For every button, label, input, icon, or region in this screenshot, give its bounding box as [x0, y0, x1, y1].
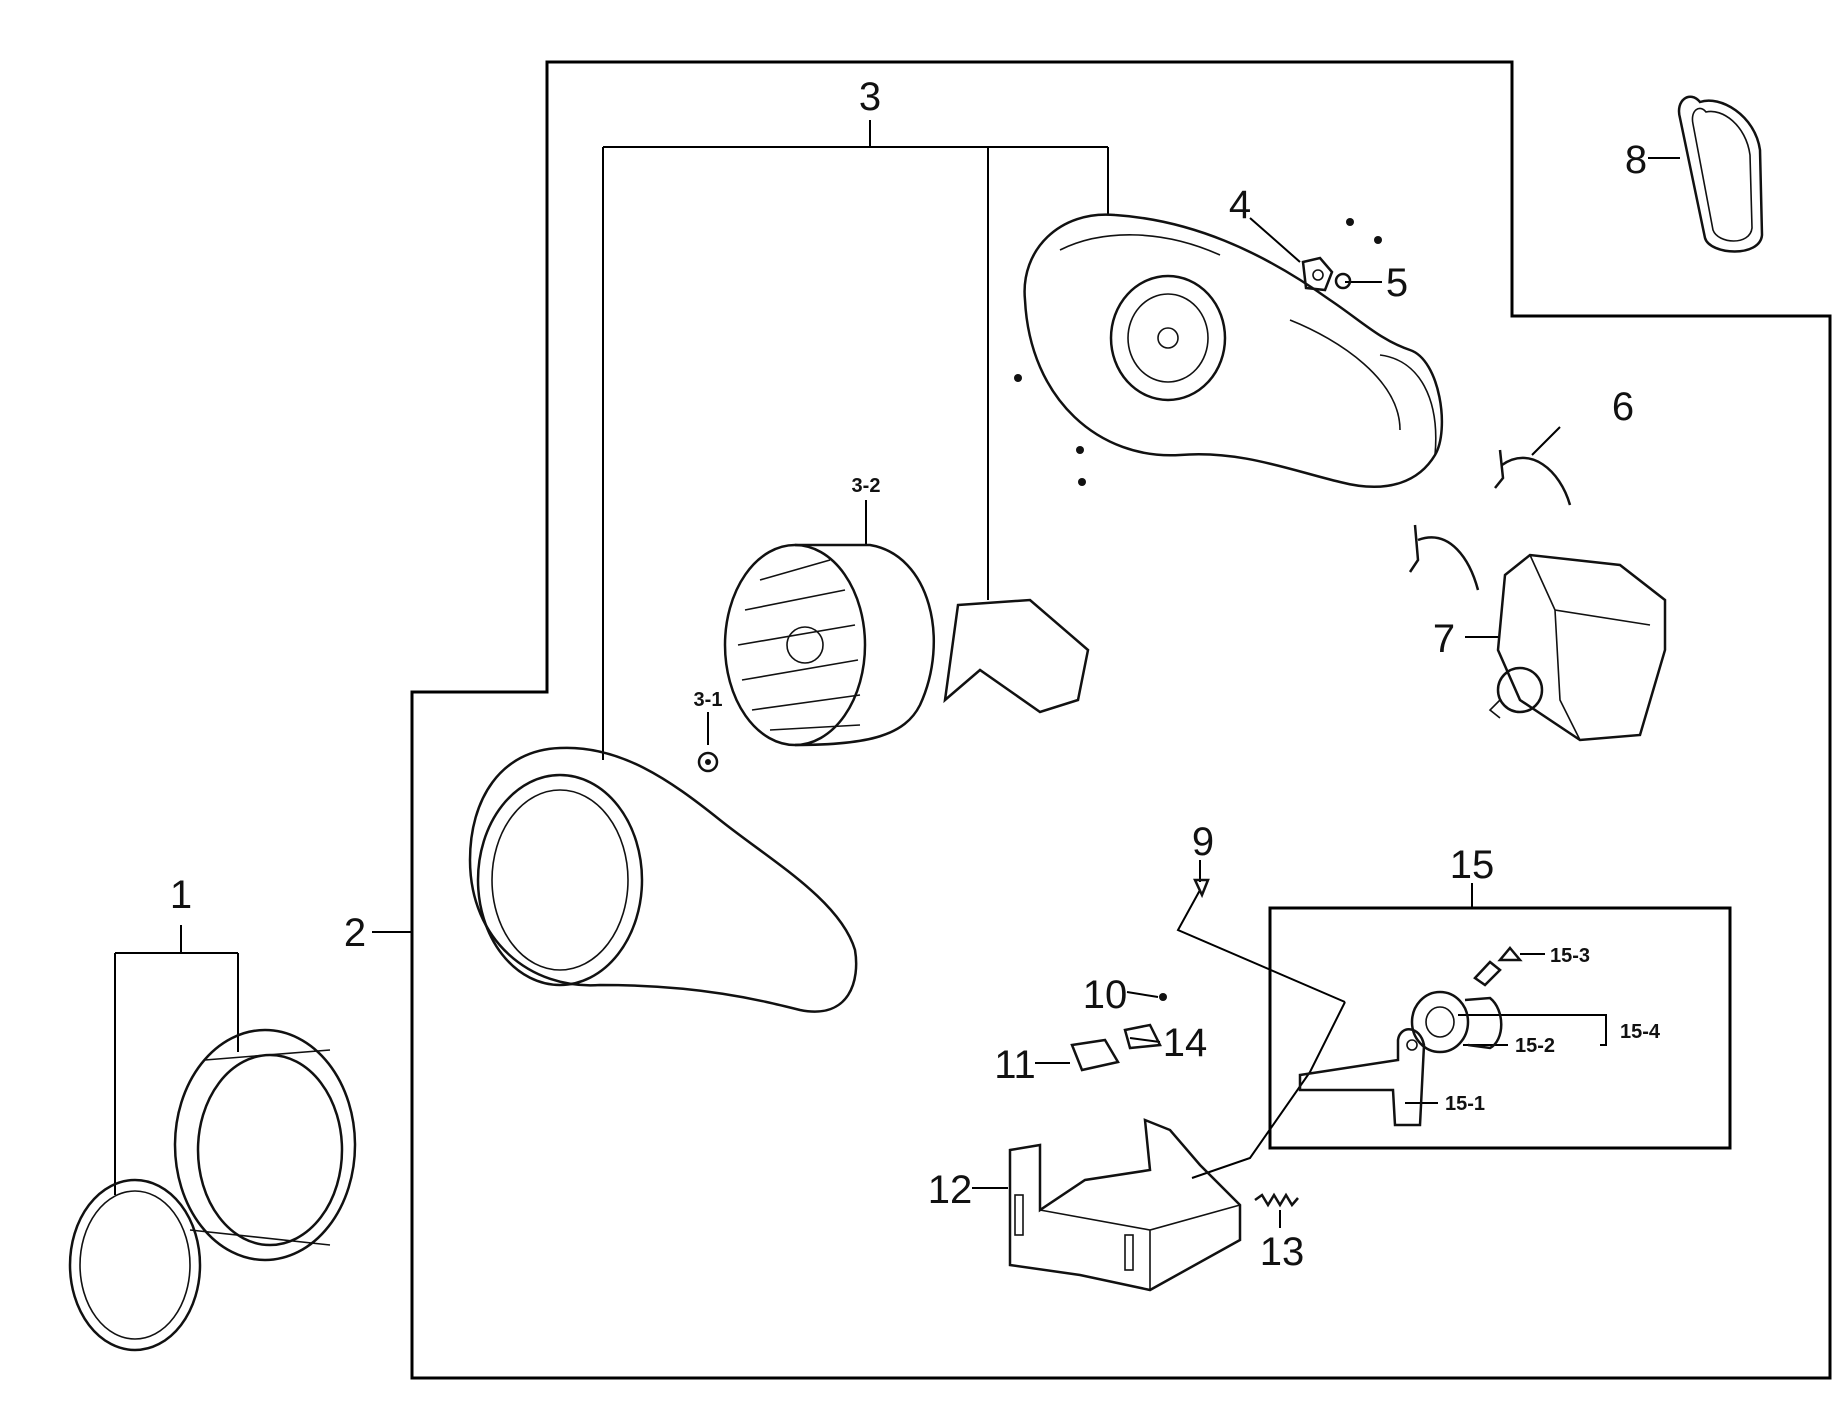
leader-lines	[114, 120, 1680, 1228]
front-ring-part-1	[68, 1028, 357, 1352]
screw-part-9	[1193, 878, 1210, 899]
callout-14: 14	[1163, 1021, 1208, 1065]
assembly-frame-outline	[410, 60, 1832, 1380]
idler-assembly-part-15	[1298, 946, 1523, 1127]
motor-part-7	[1408, 524, 1667, 742]
callout-4: 4	[1229, 183, 1251, 227]
belt-part-8	[1677, 95, 1764, 253]
callout-15-1: 15-1	[1445, 1093, 1485, 1115]
callout-11: 11	[994, 1043, 1036, 1087]
clip-part-6	[1494, 449, 1572, 506]
callout-10: 10	[1083, 973, 1128, 1017]
callout-15-2: 15-2	[1515, 1035, 1555, 1057]
blower-housing-rear	[1014, 213, 1444, 489]
screw-part-10	[1159, 993, 1167, 1001]
motor-mount-part-12	[1008, 1118, 1242, 1292]
callout-15-4: 15-4	[1620, 1021, 1661, 1043]
callout-5: 5	[1386, 261, 1408, 305]
callout-9: 9	[1192, 820, 1214, 864]
duct-seal-piece	[943, 598, 1090, 714]
screws-part-5	[1334, 218, 1382, 290]
callout-2: 2	[344, 911, 366, 955]
callout-13: 13	[1260, 1230, 1305, 1274]
callout-12: 12	[928, 1168, 973, 1212]
callout-6: 6	[1612, 385, 1634, 429]
callout-3: 3	[859, 75, 881, 119]
callout-8: 8	[1625, 138, 1647, 182]
callout-15: 15	[1450, 843, 1495, 887]
callout-3-1: 3-1	[694, 689, 723, 711]
clip-part-14	[1123, 1023, 1162, 1050]
bracket-part-4	[1301, 256, 1334, 292]
switch-part-11	[1070, 1038, 1120, 1072]
nut-part-3-1	[697, 751, 719, 773]
callout-15-3: 15-3	[1550, 945, 1590, 967]
blower-housing-front	[468, 746, 858, 1013]
callout-7: 7	[1433, 617, 1455, 661]
callout-1: 1	[170, 873, 192, 917]
subassembly-15-box	[1268, 906, 1732, 1150]
callout-labels: 1 2 3 3-1 3-2 4 5 6 7 8 9 10 11 12 13 14…	[170, 75, 1661, 1274]
spring-part-13	[1254, 1192, 1299, 1208]
callout-3-2: 3-2	[852, 475, 881, 497]
impeller-part-3-2	[723, 543, 935, 747]
